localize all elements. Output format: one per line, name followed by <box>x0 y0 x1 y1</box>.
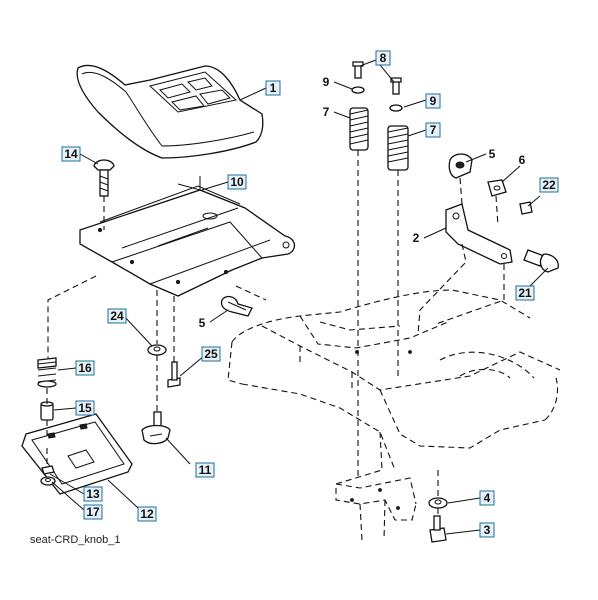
svg-text:5: 5 <box>489 147 496 161</box>
svg-text:1: 1 <box>270 81 277 95</box>
svg-text:11: 11 <box>199 463 212 477</box>
seat-pan-part <box>79 176 296 297</box>
callout-8: 8 <box>375 50 391 66</box>
callout-16: 16 <box>75 360 95 376</box>
seat-part <box>76 64 264 159</box>
clip-5a-part <box>220 295 253 317</box>
svg-text:22: 22 <box>542 178 556 192</box>
callout-25: 25 <box>201 346 221 362</box>
callout-21: 21 <box>515 285 535 301</box>
bracket-2-part <box>445 203 513 265</box>
svg-text:8: 8 <box>380 51 387 65</box>
fender-frame-outline <box>227 289 561 541</box>
callout-17: 17 <box>83 504 103 520</box>
svg-text:21: 21 <box>518 286 532 300</box>
svg-text:16: 16 <box>78 361 92 375</box>
svg-text:2: 2 <box>413 231 420 245</box>
callout-6: 6 <box>519 153 526 167</box>
svg-text:13: 13 <box>86 487 100 501</box>
callout-4: 4 <box>479 490 495 506</box>
nut-13-part <box>41 465 55 475</box>
callout-9a: 9 <box>323 75 330 89</box>
svg-text:4: 4 <box>484 491 491 505</box>
svg-text:14: 14 <box>64 147 78 161</box>
washer-9b-part <box>389 104 403 112</box>
bolt-21-part <box>523 249 559 273</box>
svg-text:9: 9 <box>430 94 437 108</box>
callout-7b: 7 <box>425 122 441 138</box>
callout-7a: 7 <box>323 105 330 119</box>
callout-12: 12 <box>137 506 157 522</box>
leader-lines <box>49 59 549 535</box>
callout-9b: 9 <box>425 93 441 109</box>
spring-7b-part <box>387 125 409 171</box>
slide-plate-12-part <box>21 413 133 495</box>
svg-text:12: 12 <box>140 507 154 521</box>
svg-text:3: 3 <box>484 523 491 537</box>
bolt-8a-part <box>352 61 364 79</box>
washer-9a-part <box>351 86 365 94</box>
callout-15: 15 <box>75 400 95 416</box>
bolt-25-part <box>167 361 181 388</box>
assembly-lines <box>46 150 505 516</box>
callout-3: 3 <box>479 522 495 538</box>
nut-6-part <box>487 179 507 197</box>
svg-text:15: 15 <box>78 401 92 415</box>
washer-17-part <box>40 476 56 486</box>
svg-text:10: 10 <box>230 175 244 189</box>
spring-16-part <box>37 357 57 388</box>
callout-11: 11 <box>195 462 215 478</box>
washer-4-part <box>428 497 448 509</box>
svg-text:24: 24 <box>110 309 124 323</box>
callout-1: 1 <box>265 80 281 96</box>
svg-text:17: 17 <box>86 505 100 519</box>
callout-14: 14 <box>61 146 81 162</box>
callout-24: 24 <box>107 308 127 324</box>
diagram-caption: seat-CRD_knob_1 <box>30 534 121 546</box>
svg-text:7: 7 <box>430 123 437 137</box>
knob-11-part <box>141 411 171 445</box>
svg-text:6: 6 <box>519 153 526 167</box>
callout-22: 22 <box>539 177 559 193</box>
callout-5b: 5 <box>489 147 496 161</box>
callout-5a: 5 <box>199 316 206 330</box>
callout-13: 13 <box>83 486 103 502</box>
callout-10: 10 <box>227 174 247 190</box>
washer-24-part <box>147 344 167 356</box>
svg-text:5: 5 <box>199 316 206 330</box>
spacer-15-part <box>40 401 54 421</box>
svg-text:25: 25 <box>204 347 218 361</box>
svg-text:9: 9 <box>323 75 330 89</box>
bolt-3-part <box>429 515 447 543</box>
callout-2: 2 <box>413 231 420 245</box>
svg-text:7: 7 <box>323 105 330 119</box>
spring-7a-part <box>349 107 369 151</box>
carriage-bolt-part <box>93 159 115 197</box>
clip-5b-part <box>448 153 473 179</box>
